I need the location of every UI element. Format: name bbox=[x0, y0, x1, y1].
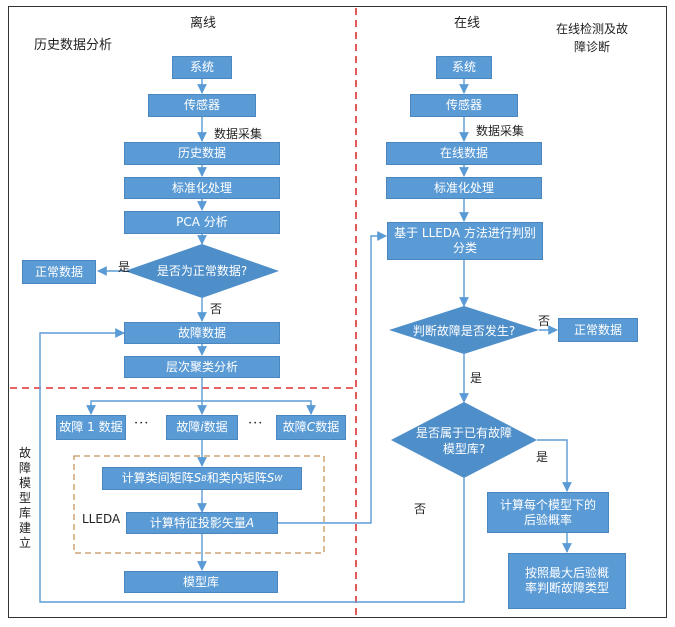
arrows bbox=[39, 79, 572, 603]
fault-i-data-box: 故障 i 数据 bbox=[166, 415, 238, 440]
offline-sensor-box: 传感器 bbox=[148, 94, 256, 117]
fault-data-box: 故障数据 bbox=[124, 322, 280, 344]
online-standardize-box: 标准化处理 bbox=[386, 177, 542, 199]
in-library-yes-label: 是 bbox=[536, 450, 549, 464]
outer-frame bbox=[8, 6, 667, 618]
in-library-text: 是否属于已有故障模型库? bbox=[415, 426, 512, 456]
online-data-collect-label: 数据采集 bbox=[476, 124, 525, 138]
ellipsis-left: ··· bbox=[134, 416, 150, 431]
online-detect-header: 在线检测及故障诊断 bbox=[556, 22, 629, 54]
online-no-label: 否 bbox=[538, 314, 551, 328]
offline-yes-label: 是 bbox=[118, 260, 131, 274]
library-build-header: 故障模型库建立 bbox=[18, 446, 31, 550]
pca-box: PCA 分析 bbox=[124, 211, 280, 234]
online-normal-data-box: 正常数据 bbox=[558, 318, 638, 342]
projection-vector-box: 计算特征投影矢量 A bbox=[126, 512, 278, 534]
fault-c-data-box: 故障 C 数据 bbox=[276, 415, 346, 440]
online-system-box: 系统 bbox=[436, 56, 492, 79]
in-library-no-label: 否 bbox=[414, 502, 427, 516]
fault-occur-text: 判断故障是否发生? bbox=[412, 324, 516, 338]
online-data-box: 在线数据 bbox=[386, 142, 542, 165]
offline-normal-data-box: 正常数据 bbox=[22, 260, 96, 284]
lleda-group-border bbox=[73, 455, 325, 554]
online-header: 在线 bbox=[454, 16, 481, 31]
decide-fault-type-box: 按照最大后验概率判断故障类型 bbox=[508, 553, 626, 609]
offline-data-collect-label: 数据采集 bbox=[214, 127, 263, 141]
offline-system-box: 系统 bbox=[172, 56, 232, 79]
is-normal-diamond bbox=[125, 244, 279, 298]
is-normal-text: 是否为正常数据? bbox=[156, 264, 248, 278]
model-library-box: 模型库 bbox=[124, 571, 278, 593]
online-yes-label: 是 bbox=[470, 371, 483, 385]
history-analysis-header: 历史数据分析 bbox=[34, 38, 113, 53]
fault-1-data-box: 故障 1 数据 bbox=[56, 415, 126, 440]
online-sensor-box: 传感器 bbox=[410, 94, 518, 117]
fault-occur-diamond bbox=[389, 306, 539, 354]
lleda-label: LLEDA bbox=[82, 512, 121, 526]
lleda-classify-box: 基于 LLEDA 方法进行判别分类 bbox=[387, 222, 543, 260]
posterior-box: 计算每个模型下的后验概率 bbox=[487, 492, 609, 533]
offline-header: 离线 bbox=[190, 16, 217, 31]
history-data-box: 历史数据 bbox=[124, 142, 280, 165]
offline-standardize-box: 标准化处理 bbox=[124, 177, 280, 199]
offline-no-label: 否 bbox=[210, 302, 223, 316]
cluster-analysis-box: 层次聚类分析 bbox=[124, 356, 280, 378]
ellipsis-right: ··· bbox=[248, 416, 264, 431]
in-library-diamond bbox=[391, 402, 537, 478]
